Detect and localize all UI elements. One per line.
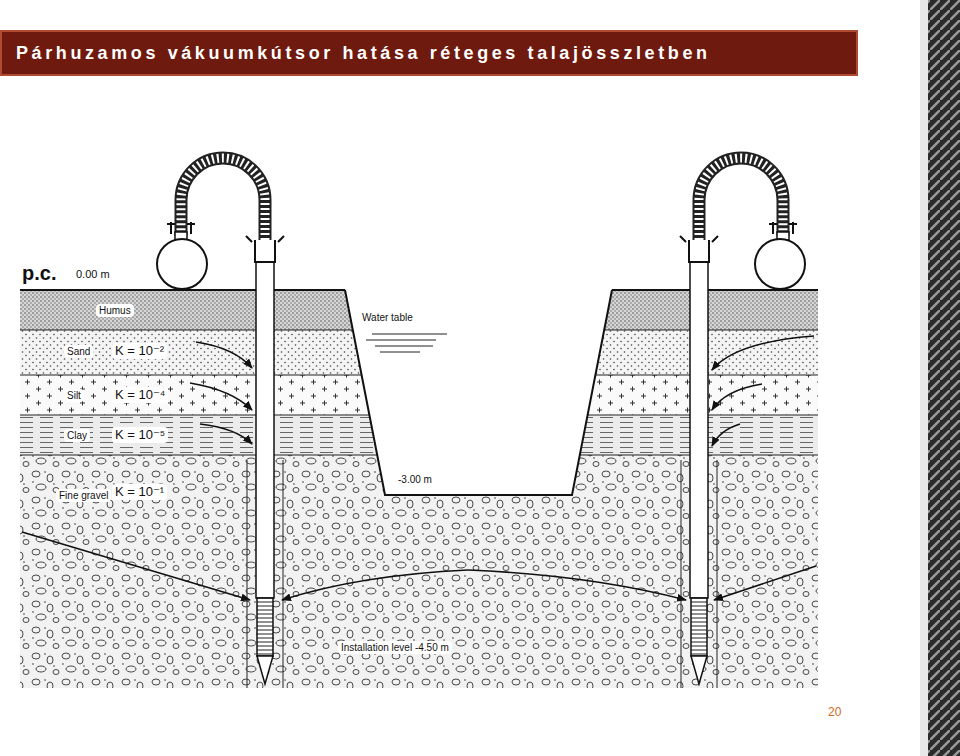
decor-strip-edge bbox=[920, 0, 928, 756]
left-wellpoint bbox=[157, 158, 284, 688]
depth-label: -3.00 m bbox=[398, 474, 432, 485]
water-table-label: Water table bbox=[362, 312, 413, 323]
layer-name: Fine gravel bbox=[56, 489, 111, 502]
layer-name: Clay bbox=[64, 429, 90, 442]
depth-label: Installation level -4.50 m bbox=[338, 641, 452, 654]
permeability-label: K = 10⁻² bbox=[112, 343, 167, 359]
layer-name: Silt bbox=[64, 389, 84, 402]
decor-strip bbox=[928, 0, 960, 756]
permeability-label: K = 10⁻⁵ bbox=[112, 427, 168, 443]
flow-arrows bbox=[22, 336, 816, 600]
title-bar: Párhuzamos vákuumkútsor hatása réteges t… bbox=[0, 30, 858, 76]
layer-name: Sand bbox=[64, 345, 93, 358]
datum-label: p.c. bbox=[22, 262, 56, 284]
permeability-label: K = 10⁻⁴ bbox=[112, 387, 168, 403]
excavation bbox=[345, 289, 612, 495]
layer-name: Humus bbox=[96, 304, 134, 317]
slide-title: Párhuzamos vákuumkútsor hatása réteges t… bbox=[16, 43, 711, 64]
elevation-label: 0.00 m bbox=[76, 268, 110, 280]
page-number: 20 bbox=[828, 706, 841, 719]
permeability-label: K = 10⁻¹ bbox=[112, 484, 167, 500]
right-wellpoint bbox=[680, 158, 805, 688]
